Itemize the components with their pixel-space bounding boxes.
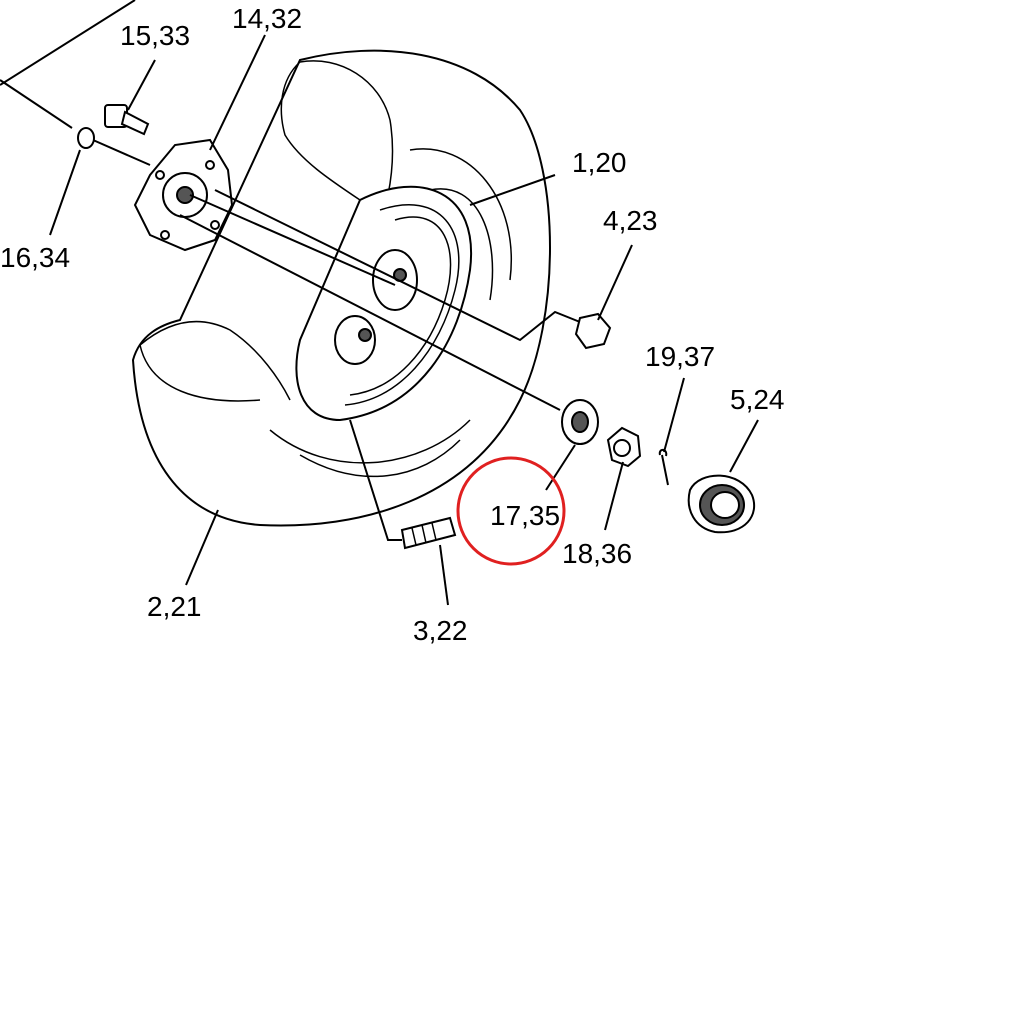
label-2-21: 2,21 bbox=[147, 591, 202, 622]
label-4-23: 4,23 bbox=[603, 205, 658, 236]
bolt bbox=[104, 104, 150, 136]
label-14-32: 14,32 bbox=[232, 3, 302, 34]
assembly-leader-lines bbox=[0, 0, 151, 166]
label-15-33: 15,33 bbox=[120, 20, 190, 51]
label-leaders bbox=[49, 34, 759, 606]
label-1-20: 1,20 bbox=[572, 147, 627, 178]
highlight-circle bbox=[456, 456, 566, 566]
label-16-34: 16,34 bbox=[0, 242, 70, 273]
axle-leader-lines bbox=[179, 189, 581, 541]
valve-stem bbox=[400, 516, 457, 550]
hub-flange bbox=[133, 138, 234, 252]
label-18-36: 18,36 bbox=[562, 538, 632, 569]
nut bbox=[574, 312, 612, 350]
label-17-35: 17,35 bbox=[490, 500, 560, 531]
washer bbox=[561, 399, 599, 445]
label-3-22: 3,22 bbox=[413, 615, 468, 646]
label-5-24: 5,24 bbox=[730, 384, 785, 415]
collar bbox=[687, 474, 756, 534]
castle-nut bbox=[606, 426, 642, 468]
o-ring bbox=[77, 127, 95, 149]
rim bbox=[295, 185, 473, 422]
cotter-pin bbox=[658, 448, 669, 486]
label-19-37: 19,37 bbox=[645, 341, 715, 372]
